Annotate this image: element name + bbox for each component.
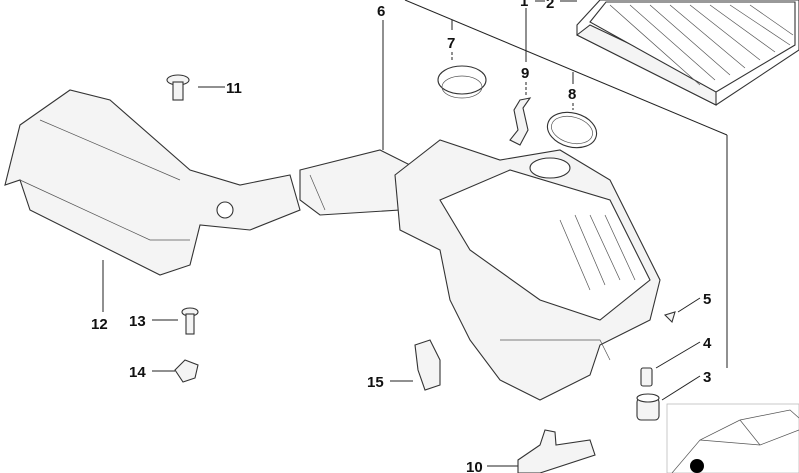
- location-marker-icon: [690, 459, 704, 473]
- clip-9: [509, 97, 532, 146]
- callout-10: 10: [466, 459, 483, 473]
- callout-13: 13: [129, 313, 146, 330]
- callout-15: 15: [367, 374, 384, 391]
- bracket-10: [517, 429, 596, 473]
- callout-labels: 1 2 3 4 5 6 7 8 9 10 11 12 13 14 15: [91, 0, 712, 473]
- callout-12: 12: [91, 316, 108, 333]
- intake-sleeve-7: [437, 65, 487, 99]
- screw-11: [166, 74, 190, 101]
- callout-11: 11: [226, 80, 242, 97]
- intake-duct: [4, 89, 301, 276]
- air-filter-housing: [394, 139, 661, 401]
- callout-1: 1: [520, 0, 528, 10]
- rubber-mount-3: [636, 393, 660, 421]
- sensor-connector-15: [414, 339, 441, 391]
- callout-6: 6: [377, 3, 385, 20]
- nut-clip-14: [174, 359, 199, 383]
- leader-lines: [102, 0, 728, 467]
- bushing-4: [640, 367, 653, 387]
- callout-7: 7: [447, 35, 455, 52]
- callout-9: 9: [521, 65, 529, 82]
- callout-8: 8: [568, 86, 576, 103]
- grommet-5: [663, 311, 676, 324]
- bolt-13: [181, 307, 199, 335]
- callout-3: 3: [703, 369, 711, 386]
- callout-14: 14: [129, 364, 146, 381]
- callout-2: 2: [546, 0, 554, 12]
- seal-ring-8: [546, 111, 598, 149]
- air-filter-element: [575, 0, 799, 106]
- air-duct: [299, 149, 411, 216]
- vehicle-locator-thumbnail: [666, 403, 799, 473]
- callout-4: 4: [703, 335, 712, 352]
- callout-5: 5: [703, 291, 711, 308]
